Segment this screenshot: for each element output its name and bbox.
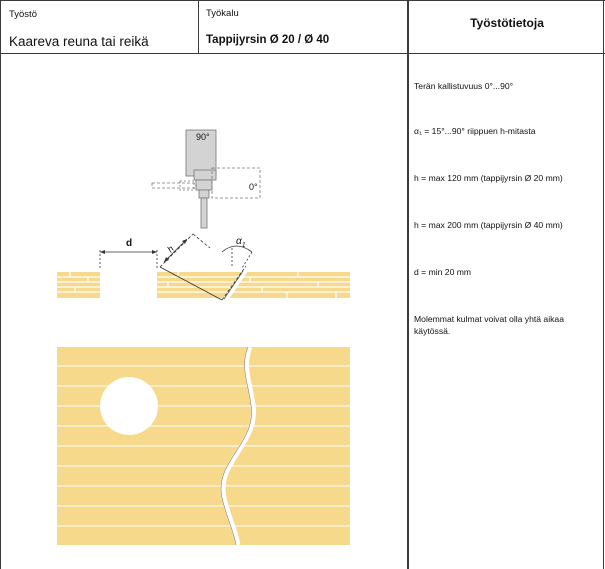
table-top-border <box>0 0 605 1</box>
board-top-view <box>57 346 350 546</box>
note-blade-tilt: Terän kallistuvuus 0°...90° <box>414 81 514 91</box>
note-both-angles: Molemmat kulmat voivat olla yhtä aikaa k… <box>414 314 564 336</box>
alpha-symbol: α <box>236 236 242 247</box>
dimension-d <box>99 250 158 270</box>
alpha-label: α1 <box>236 236 246 249</box>
note-h-max-40: h = max 200 mm (tappijyrsin Ø 40 mm) <box>414 220 563 230</box>
main-column-divider <box>407 0 409 569</box>
angle-0-label: 0° <box>249 182 258 192</box>
header-column-divider <box>198 0 199 54</box>
alpha-angle-mark <box>221 245 253 269</box>
table-left-border <box>0 0 1 569</box>
angle-90-label: 90° <box>196 132 210 142</box>
work-value: Kaareva reuna tai reikä <box>9 34 149 49</box>
cut-geometry-lines <box>159 233 247 301</box>
tool-value: Tappijyrsin Ø 20 / Ø 40 <box>206 34 330 46</box>
note-alpha-range: α₁ = 15°...90° riippuen h-mitasta <box>414 126 536 136</box>
dimension-d-label: d <box>126 238 133 249</box>
header-row-border <box>0 53 605 54</box>
board-side-view <box>57 270 350 300</box>
table-right-border <box>603 0 604 569</box>
dimension-h <box>163 238 188 263</box>
info-title: Työstötietoja <box>470 16 544 30</box>
alpha-subscript: 1 <box>241 242 246 249</box>
tool-label: Työkalu <box>206 8 239 19</box>
router-tool <box>151 129 261 229</box>
note-h-max-20: h = max 120 mm (tappijyrsin Ø 20 mm) <box>414 173 563 183</box>
work-label: Työstö <box>9 9 37 20</box>
note-d-min: d = min 20 mm <box>414 267 472 277</box>
